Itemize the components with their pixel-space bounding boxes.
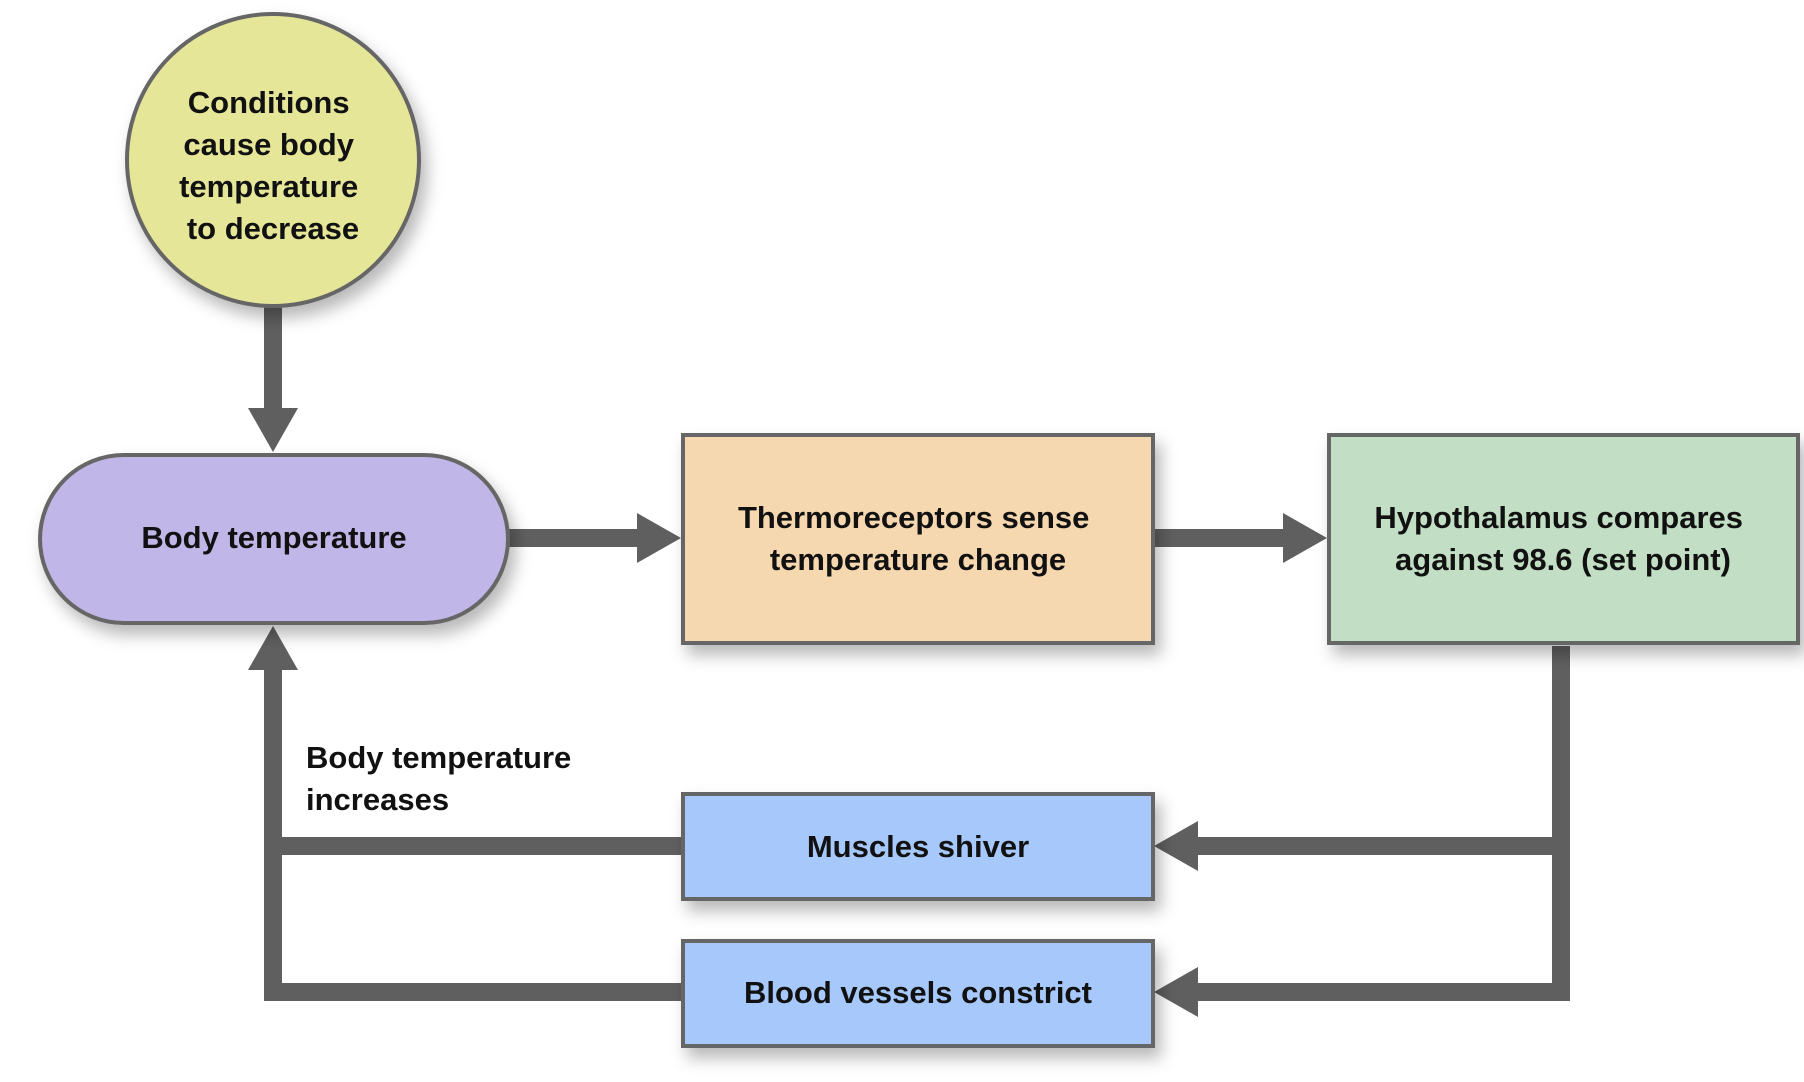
stimulus-line-3: temperature [179, 169, 358, 204]
arrow-hypothalamus-to-blood-vessels [1154, 837, 1570, 1017]
thermoreceptors-node: Thermoreceptors sense temperature change [681, 433, 1155, 645]
arrow-body-temperature-to-thermoreceptors [508, 513, 681, 563]
stimulus-node: Conditions cause body temperature to dec… [125, 12, 421, 308]
stimulus-circle [125, 12, 421, 308]
muscles-label: Muscles shiver [807, 829, 1029, 864]
muscles-box [681, 792, 1155, 901]
feedback-label-line-1: Body temperature [306, 740, 571, 775]
feedback-label: Body temperature increases [306, 740, 580, 817]
hypothalamus-line-1: Hypothalamus compares [1374, 500, 1743, 535]
hypothalamus-line-2: against 98.6 (set point) [1395, 542, 1731, 577]
svg-text:Blood vessels constrict: Blood vessels constrict [744, 975, 1092, 1010]
blood-vessels-node: Blood vessels constrict [681, 939, 1155, 1048]
blood-vessels-box [681, 939, 1155, 1048]
svg-text:Muscles shiver: Muscles shiver [807, 829, 1029, 864]
svg-text:Conditions cause body: Conditions cause body temperature to dec… [179, 85, 367, 246]
arrow-stimulus-to-body-temperature [248, 306, 298, 452]
hypothalamus-box [1327, 433, 1800, 645]
thermoreceptors-box [681, 433, 1155, 645]
svg-text:Hypothalamus compares ag: Hypothalamus compares against 98.6 (set … [1374, 500, 1751, 577]
feedback-label-line-2: increases [306, 782, 449, 817]
arrow-thermoreceptors-to-hypothalamus [1153, 513, 1327, 563]
muscles-node: Muscles shiver [681, 792, 1155, 901]
svg-text:Body temperature: Body temperature [141, 520, 406, 555]
blood-vessels-label: Blood vessels constrict [744, 975, 1092, 1010]
hypothalamus-node: Hypothalamus compares against 98.6 (set … [1327, 433, 1800, 645]
body-temperature-capsule [38, 453, 510, 625]
body-temperature-label: Body temperature [141, 520, 406, 555]
arrow-hypothalamus-to-muscles [1154, 646, 1570, 871]
connectors [248, 306, 1570, 1017]
svg-text:Thermoreceptors sense te: Thermoreceptors sense temperature change [738, 500, 1098, 577]
thermoreceptors-line-1: Thermoreceptors sense [738, 500, 1089, 535]
thermoreceptors-line-2: temperature change [770, 542, 1066, 577]
stimulus-line-4: to decrease [187, 211, 359, 246]
body-temperature-node: Body temperature [38, 453, 510, 625]
stimulus-line-1: Conditions [188, 85, 350, 120]
arrow-effectors-to-body-temperature [248, 626, 683, 1001]
stimulus-line-2: cause body [183, 127, 354, 162]
